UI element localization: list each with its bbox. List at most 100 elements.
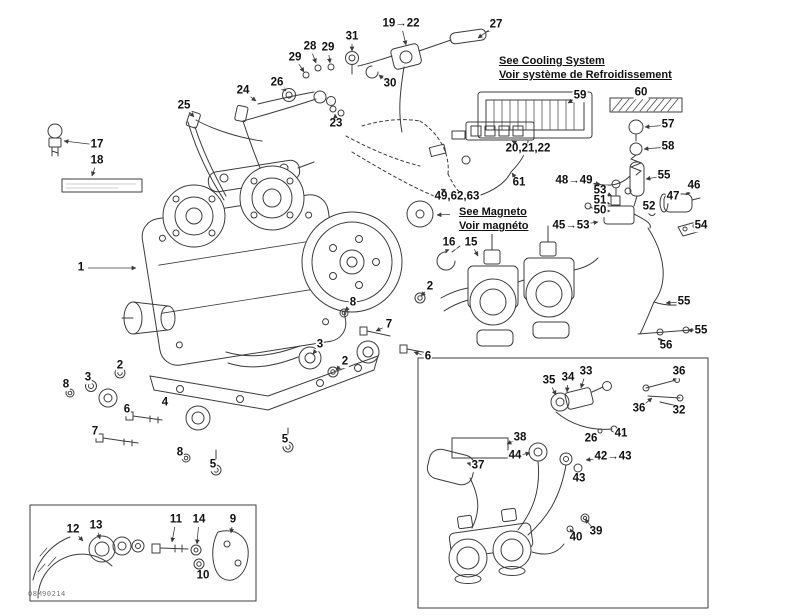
engine-mount-art — [65, 292, 429, 476]
leader-line — [665, 300, 678, 306]
leader-line — [473, 248, 479, 257]
callout-label: 38 — [512, 431, 528, 444]
leader-line — [194, 526, 200, 545]
connector-row-art — [465, 121, 535, 141]
leader-line — [551, 387, 557, 396]
leader-line — [580, 378, 585, 389]
callout-label: 26 — [269, 76, 285, 89]
leader-line — [63, 139, 91, 145]
callout-label: 28 — [302, 40, 318, 53]
callout-label: 8 — [61, 378, 71, 391]
callout-label: 3 — [83, 371, 93, 384]
callout-label: 32 — [671, 404, 687, 417]
callout-label: 54 — [693, 219, 709, 232]
leader-line — [521, 451, 531, 457]
primer-inset-art — [417, 357, 709, 609]
callout-label: 5 — [208, 458, 218, 471]
callout-label: 7 — [384, 318, 394, 331]
callout-label: 59 — [572, 89, 588, 102]
callout-label: 7 — [90, 425, 100, 438]
callout-label: 29 — [320, 41, 336, 54]
small-fittings-art — [628, 119, 644, 176]
leader-line — [477, 28, 491, 39]
callout-label: 5 — [280, 433, 290, 446]
callout-label: 23 — [328, 117, 344, 130]
callout-label: 13 — [88, 519, 104, 532]
cylinder-heads-art — [162, 165, 305, 248]
callout-label: 37 — [470, 459, 486, 472]
callout-label: 14 — [191, 513, 207, 526]
callout-label: 9 — [228, 513, 238, 526]
callout-label: 16 — [441, 236, 457, 249]
callout-label: 44 — [507, 449, 523, 462]
leader-line — [413, 351, 422, 356]
callout-label: 25 — [176, 99, 192, 112]
document-code: 08M90214 — [28, 590, 66, 598]
leader-line — [564, 384, 570, 393]
crankcase-inset-art — [29, 504, 257, 602]
leader-line — [335, 365, 341, 371]
leader-line — [506, 439, 514, 445]
callout-label: 19→22 — [381, 17, 421, 30]
callout-label: 61 — [511, 176, 527, 189]
callout-label: 40 — [568, 531, 584, 544]
leader-line — [229, 526, 235, 534]
callout-label: 51 — [592, 194, 608, 207]
leader-line — [188, 110, 195, 118]
leader-line — [672, 375, 678, 381]
callout-label: 24 — [235, 84, 251, 97]
leader-line — [466, 461, 472, 467]
leader-line — [420, 291, 426, 297]
leader-line — [312, 53, 317, 64]
callout-label: 41 — [613, 427, 629, 440]
leader-line — [298, 63, 305, 73]
callout-label: 52 — [641, 200, 657, 213]
radiator-art — [477, 91, 593, 139]
callout-label: 35 — [541, 374, 557, 387]
spark-plug-art — [47, 123, 143, 193]
leader-line — [569, 528, 575, 534]
callout-label: 55 — [693, 324, 709, 337]
callout-label: 47 — [665, 190, 681, 203]
leader-line — [170, 526, 176, 543]
leader-line — [685, 190, 691, 196]
callout-label: 30 — [382, 77, 398, 90]
leader-line — [344, 306, 350, 312]
leader-line — [584, 518, 592, 527]
callout-label: 15 — [463, 236, 479, 249]
leader-line — [91, 167, 96, 177]
fuel-pump-art — [302, 28, 494, 133]
callout-label: 49,62,63 — [433, 190, 481, 203]
callout-label: 48→49 — [554, 174, 594, 187]
callout-label: 4 — [160, 396, 170, 409]
callout-label: 26 — [583, 432, 599, 445]
callout-label: 12 — [65, 523, 81, 536]
callout-label: 55 — [656, 169, 672, 182]
callout-label: 56 — [658, 339, 674, 352]
callout-label: 10 — [195, 569, 211, 582]
carburetors-art — [436, 225, 599, 347]
fuel-lines-art — [559, 175, 705, 336]
callout-label: 36 — [631, 402, 647, 415]
leader-line — [96, 532, 101, 540]
callout-label: 11 — [168, 513, 184, 526]
callout-label: 39 — [588, 525, 604, 538]
callout-label: 58 — [660, 140, 676, 153]
leader-line — [375, 326, 383, 332]
callout-label: 46 — [686, 179, 702, 192]
callout-label: 6 — [122, 403, 132, 416]
callout-label: 31 — [344, 30, 360, 43]
callout-label: 2 — [115, 359, 125, 372]
callout-label: 17 — [89, 138, 105, 151]
callout-label: 20,21,22 — [504, 142, 552, 155]
callout-label: 2 — [425, 280, 435, 293]
callout-label: 33 — [578, 365, 594, 378]
callout-label: 27 — [488, 18, 504, 31]
callout-label: 29 — [287, 51, 303, 64]
callout-label: 18 — [89, 154, 105, 167]
